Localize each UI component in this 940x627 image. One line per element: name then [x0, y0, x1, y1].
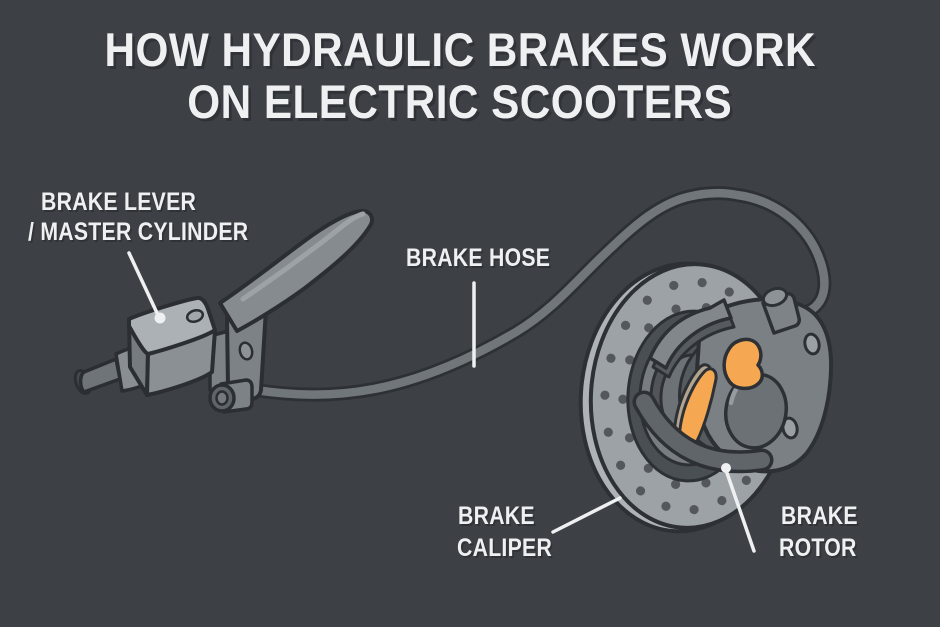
title-line-2-text: ON ELECTRIC SCOOTERS [187, 75, 733, 128]
reservoir-screw [185, 308, 205, 324]
rotor-drill-hole [618, 394, 628, 404]
label-brake-lever-line1: BRAKE LEVER [41, 188, 197, 216]
clamp-bolt [238, 341, 254, 361]
rotor-drill-hole [689, 504, 699, 515]
label-brake-rotor-line1: BRAKE [781, 502, 858, 530]
banjo-bolt-center [215, 390, 229, 406]
caliper-bolt-hole-bottom [781, 416, 799, 440]
rotor-drill-hole [671, 304, 681, 314]
brake-pad-outer [722, 337, 764, 391]
title-line-1-text: HOW HYDRAULIC BRAKES WORK [104, 23, 816, 76]
lever-anchor-dot [154, 312, 166, 324]
lever-leader-line [127, 251, 159, 315]
brake-lever-blade [218, 208, 374, 333]
brake-hose [242, 186, 832, 402]
rotor-drill-hole [701, 478, 711, 488]
caliper-lower-arm [636, 394, 770, 470]
rotor-drill-hole [603, 427, 613, 437]
rotor-drill-hole [644, 323, 654, 333]
page-title: HOW HYDRAULIC BRAKES WORK ON ELECTRIC SC… [0, 24, 920, 128]
master-cylinder-front-face [145, 328, 217, 397]
handlebar-stub [78, 357, 122, 394]
rotor-drill-hole [669, 280, 679, 291]
rotor-drill-hole [661, 501, 671, 511]
label-brake-caliper-line2: CALIPER [457, 534, 553, 562]
rotor-drill-hole [643, 463, 653, 473]
caliper-bolt-hole-top [803, 332, 821, 356]
brake-lever-assembly [73, 208, 374, 414]
label-brake-rotor-line2: ROTOR [779, 534, 857, 562]
leader-lines [127, 251, 756, 553]
rotor-drill-hole [724, 287, 734, 297]
rotor-leader-line [725, 471, 756, 553]
rotor-drill-hole [671, 479, 681, 489]
hose-fitting-cap [761, 286, 789, 308]
rotor-drill-hole [697, 278, 707, 288]
rotor-anchor-dot [721, 463, 731, 473]
rotor-drill-hole [620, 320, 631, 330]
title-line-1: HOW HYDRAULIC BRAKES WORK [0, 24, 920, 76]
brake-caliper [632, 286, 834, 474]
rotor-drill-hole [606, 353, 616, 363]
rotor-drill-hole [625, 355, 635, 365]
rotor-drill-hole [635, 486, 646, 496]
rotor-drill-hole [717, 496, 727, 506]
rotor-drill-hole [624, 433, 635, 443]
caliper-leader-line [551, 496, 622, 534]
rotor-drill-hole [615, 460, 626, 470]
label-brake-hose: BRAKE HOSE [406, 244, 551, 272]
title-line-2: ON ELECTRIC SCOOTERS [0, 76, 920, 128]
label-brake-caliper-line1: BRAKE [458, 502, 535, 530]
rotor-drill-hole [642, 295, 652, 305]
rotor-drill-hole [600, 390, 610, 400]
hose-body [244, 188, 829, 399]
caliper-claw [648, 298, 733, 370]
rotor-drill-hole [741, 475, 751, 485]
lever-blade-highlight [240, 211, 366, 302]
label-brake-lever-line2: / MASTER CYLINDER [28, 218, 249, 246]
